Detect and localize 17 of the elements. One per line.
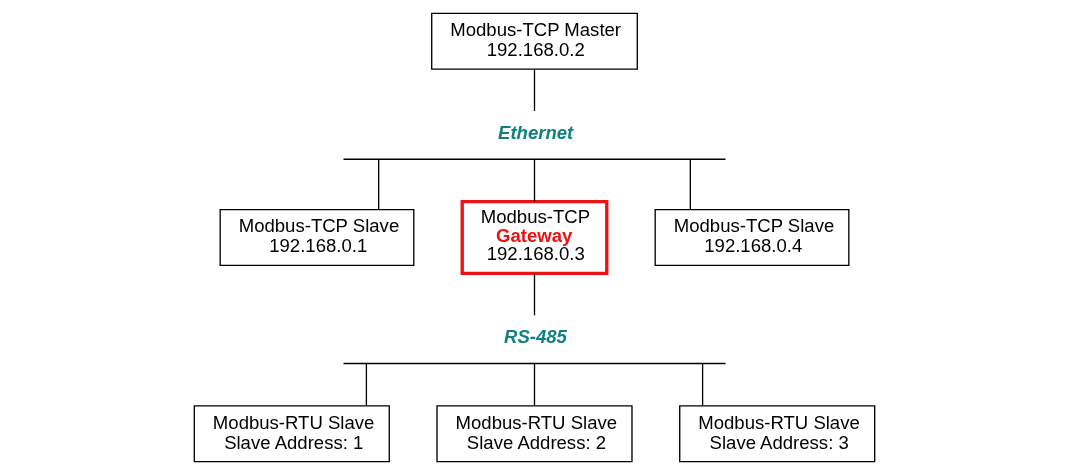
node-text: RS-485 <box>503 326 567 348</box>
node-box: Modbus-TCP Gateway 192.168.0.3 <box>460 200 608 275</box>
connector <box>377 158 379 211</box>
connector <box>533 273 535 316</box>
node-text: Ethernet <box>497 121 573 143</box>
connector <box>689 158 691 211</box>
node-box: Modbus-TCP Master 192.168.0.2 <box>430 12 638 70</box>
node-box: Modbus-RTU Slave Slave Address: 2 <box>435 405 633 463</box>
connector <box>533 363 535 407</box>
node-box: Modbus-TCP Slave 192.168.0.4 <box>654 209 849 266</box>
node-box: Modbus-TCP Slave 192.168.0.1 <box>219 209 414 266</box>
connector <box>533 68 535 112</box>
node-box: Modbus-RTU Slave Slave Address: 3 <box>678 405 875 463</box>
node-box: Modbus-RTU Slave Slave Address: 1 <box>193 405 390 463</box>
connector <box>701 363 703 407</box>
connector <box>365 363 367 407</box>
connector <box>533 158 535 203</box>
